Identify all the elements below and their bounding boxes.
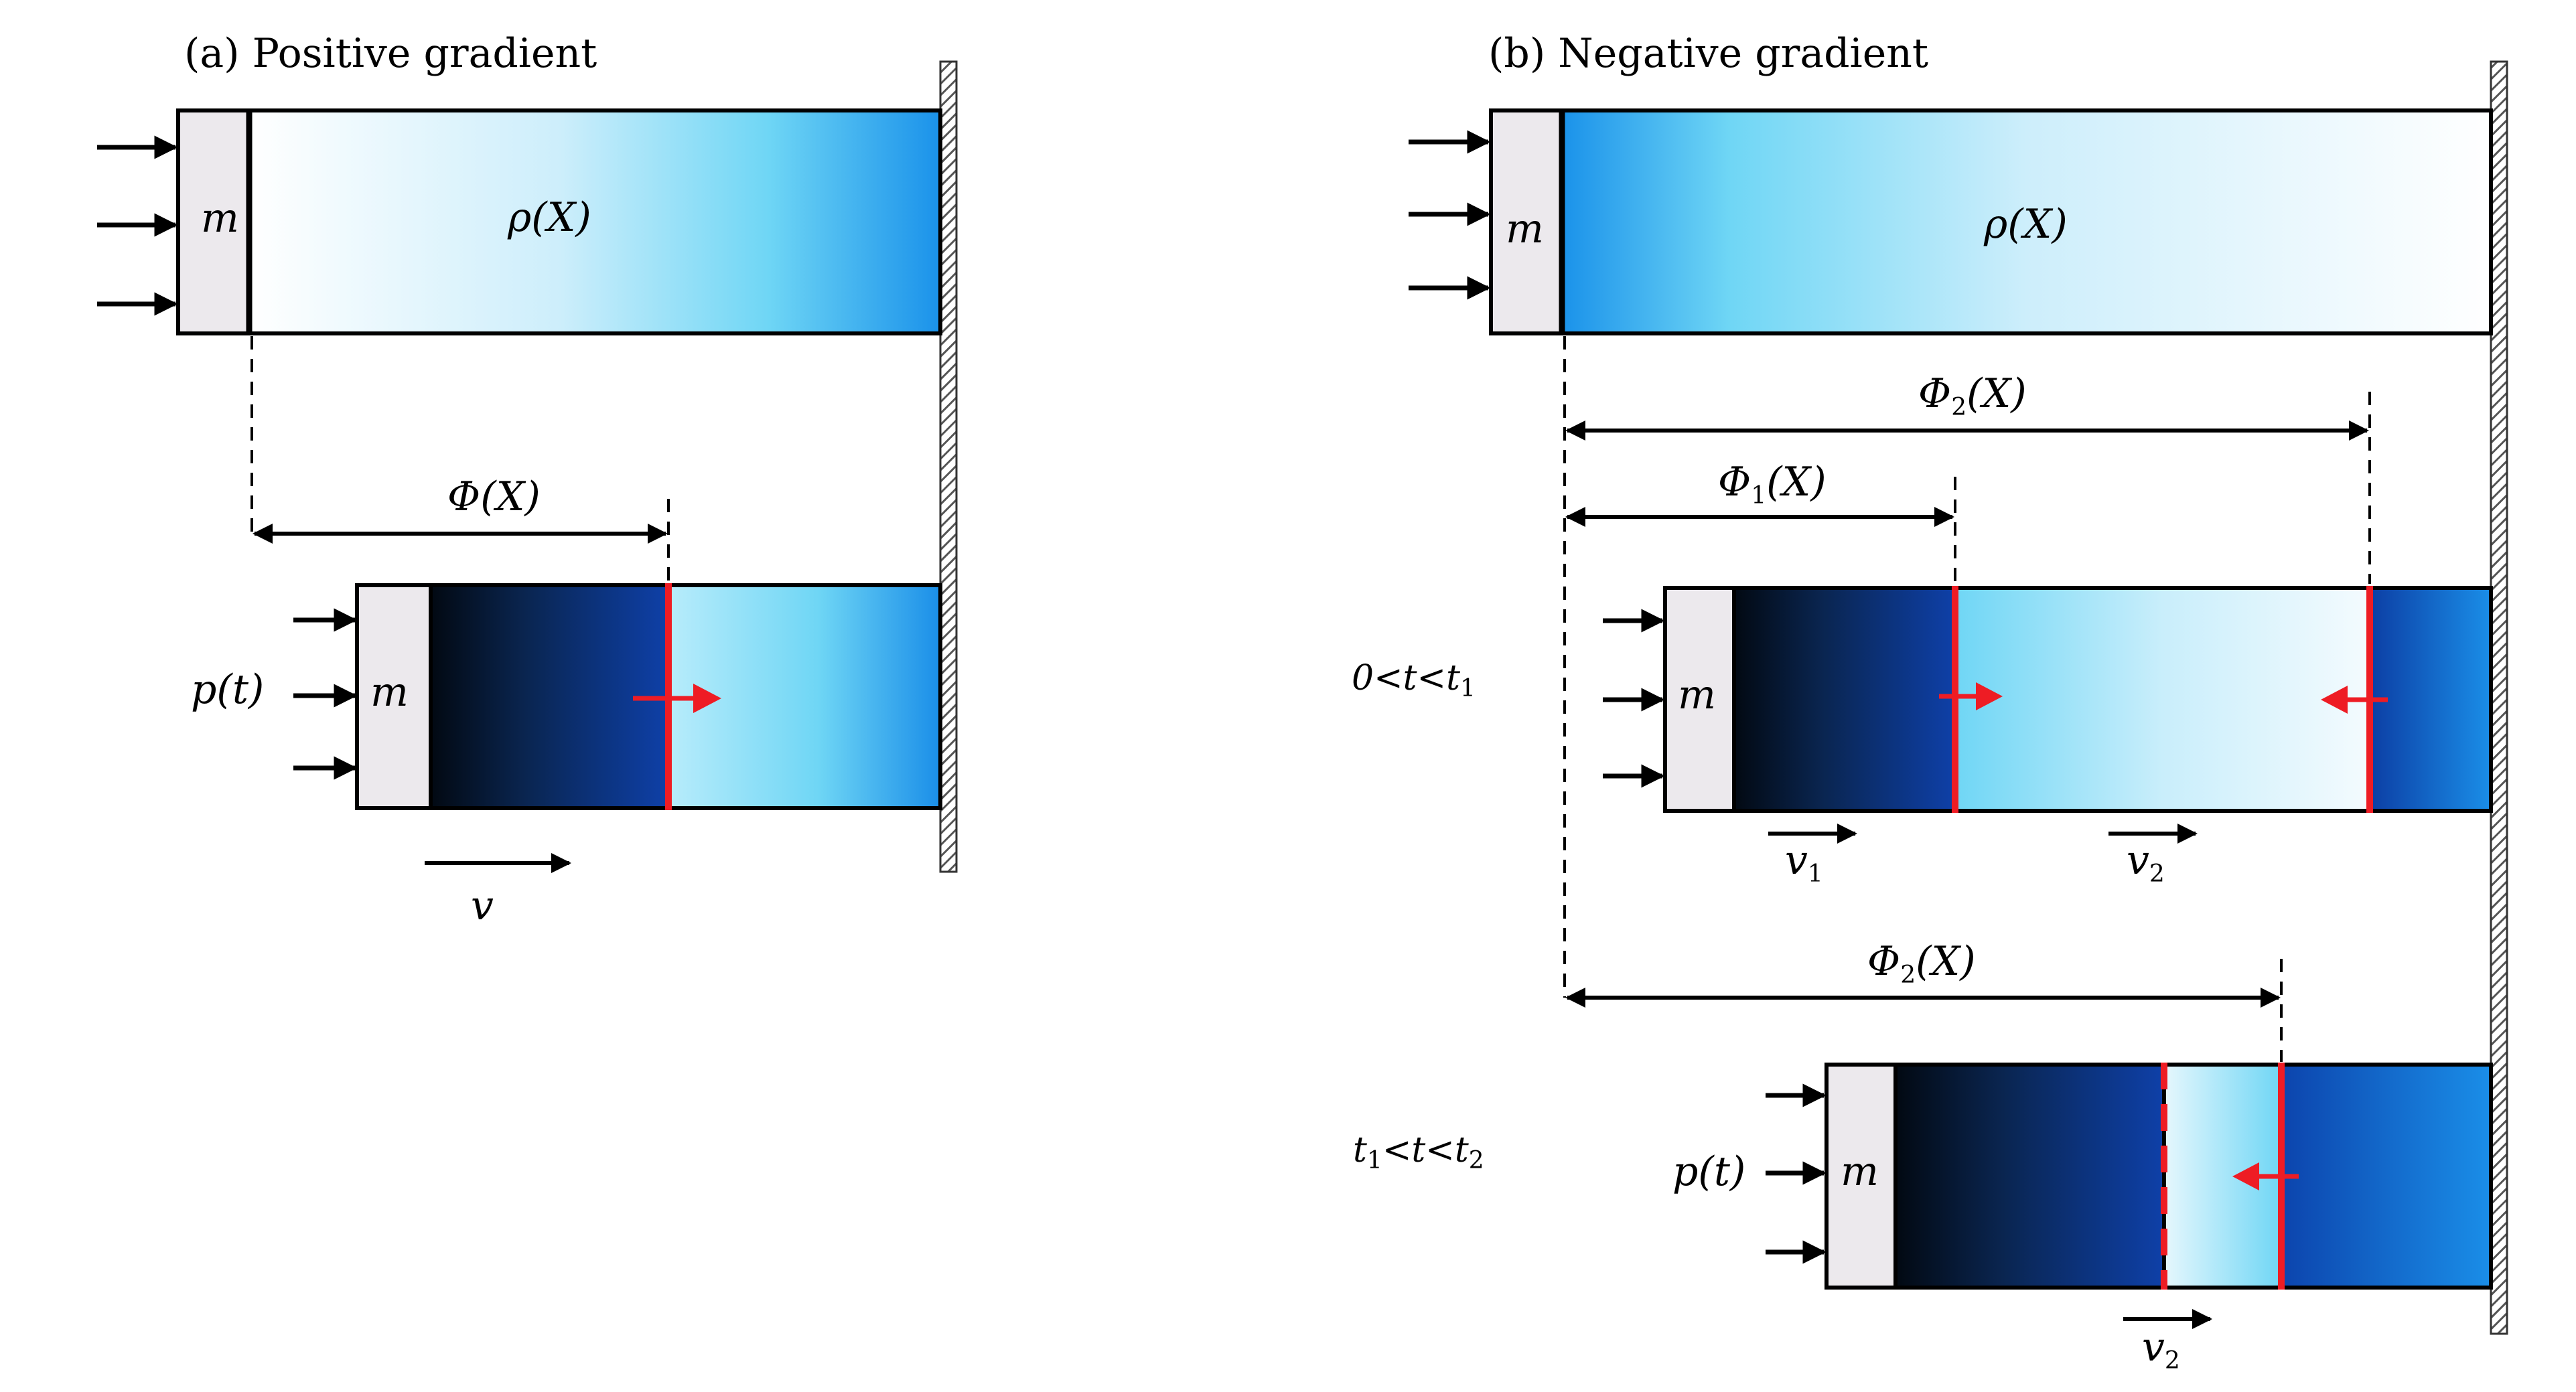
- panel-b-top-density-bar: [1560, 108, 2493, 335]
- panel-b-phi1-label: Φ1(X): [1718, 459, 1827, 510]
- panel-b-mid-forward-arrow: [1939, 682, 2003, 710]
- panel-a-top-load-arrows: [97, 135, 178, 316]
- panel-b-condition-1: 0<t<t1: [1352, 658, 1476, 702]
- panel-b-top-mass-label: m: [1506, 206, 1544, 252]
- panel-b-mid-mass-label: m: [1678, 672, 1716, 718]
- panel-b-pressure-label: p(t): [1672, 1148, 1745, 1195]
- panel-b-phi2-label-bottom: Φ2(X): [1867, 938, 1976, 989]
- panel-a-wall: [939, 60, 958, 873]
- panel-b-condition-2: t1<t<t2: [1353, 1130, 1484, 1174]
- panel-b-title: (b) Negative gradient: [1488, 30, 1928, 77]
- panel-b-top-mass-block: [1489, 108, 1564, 335]
- panel-a-velocity-label: v: [471, 882, 494, 929]
- panel-b-v2-bottom-label: v2: [2142, 1324, 2180, 1375]
- panel-b-mid-backward-arrow: [2321, 686, 2388, 714]
- panel-b-mid-mass-block: [1663, 586, 1736, 813]
- panel-b-bottom-backward-arrow: [2232, 1162, 2299, 1190]
- panel-b-rho-label: ρ(X): [1983, 201, 2068, 248]
- panel-b-bottom-load-arrows: [1766, 1083, 1827, 1264]
- panel-b-mid-reflected-region: [2368, 586, 2493, 813]
- panel-b-bottom-compressed-region: [1893, 1063, 2166, 1290]
- panel-a-top-mass-block: [176, 108, 251, 335]
- panel-a-front-direction-arrow: [633, 684, 721, 713]
- panel-b-mid-load-arrows: [1603, 609, 1665, 788]
- panel-a-top-mass-label: m: [201, 195, 239, 242]
- panel-a-rho-label: ρ(X): [507, 194, 591, 241]
- panel-a-title: (a) Positive gradient: [184, 30, 597, 77]
- panel-b-wall: [2490, 60, 2508, 1335]
- panel-b-phi2-label-top: Φ2(X): [1918, 370, 2027, 421]
- panel-b-top-load-arrows: [1409, 130, 1491, 300]
- panel-a-bottom-compressed-region: [429, 583, 670, 810]
- panel-b-v2-mid-label: v2: [2127, 837, 2165, 888]
- panel-a-pressure-label: p(t): [191, 666, 264, 713]
- panel-b-bottom-mass-block: [1824, 1063, 1898, 1290]
- panel-b: (b) Negative gradient m ρ(X) Φ2(X) Φ1(X)…: [1352, 30, 2508, 1375]
- panel-b-mid-compressed-region: [1732, 586, 1957, 813]
- panel-b-mid-light-region: [1953, 586, 2372, 813]
- panel-a-bottom-load-arrows: [293, 608, 358, 780]
- panel-b-v1-label: v1: [1785, 837, 1823, 888]
- panel-a-phi-label: Φ(X): [447, 473, 541, 520]
- panel-a: (a) Positive gradient m ρ(X) Φ(X) m: [97, 30, 958, 929]
- panel-b-bottom-mass-label: m: [1841, 1148, 1879, 1195]
- panel-a-bottom-mass-label: m: [370, 669, 409, 716]
- panel-b-bottom-reflected-region: [2279, 1063, 2493, 1290]
- panel-a-top-density-bar: [247, 108, 942, 335]
